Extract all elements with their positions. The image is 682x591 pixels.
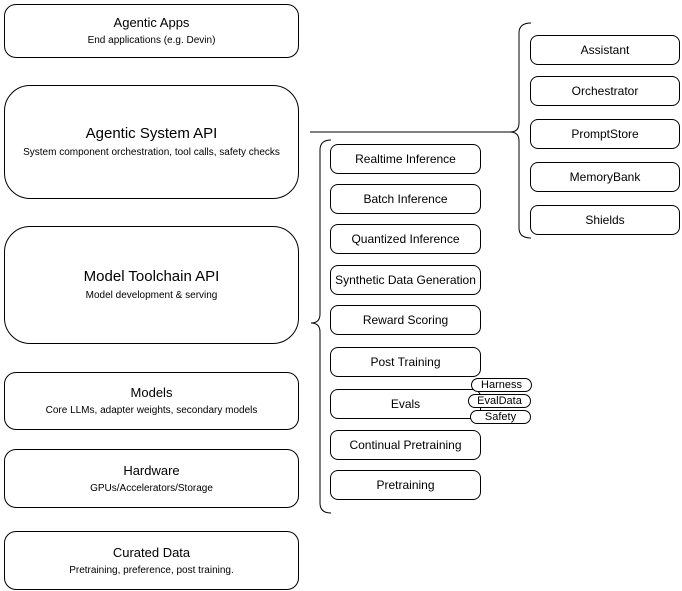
layer-subtitle: Core LLMs, adapter weights, secondary mo…	[45, 405, 258, 416]
eval-tag-evaldata: EvalData	[468, 394, 531, 408]
toolchain-item-pretraining: Pretraining	[330, 470, 481, 500]
eval-tag-safety: Safety	[470, 410, 531, 424]
layer-curated-data: Curated Data Pretraining, preference, po…	[4, 531, 299, 590]
layer-subtitle: System component orchestration, tool cal…	[23, 147, 280, 158]
layer-subtitle: Pretraining, preference, post training.	[69, 564, 234, 576]
component-orchestrator: Orchestrator	[530, 76, 680, 106]
layer-hardware: Hardware GPUs/Accelerators/Storage	[4, 449, 299, 508]
toolchain-item-synthetic-data-generation: Synthetic Data Generation	[330, 265, 481, 295]
toolchain-item-batch-inference: Batch Inference	[330, 184, 481, 214]
layer-title: Models	[130, 385, 173, 400]
component-memorybank: MemoryBank	[530, 162, 680, 192]
toolchain-brace	[310, 139, 332, 514]
eval-tag-harness: Harness	[471, 378, 532, 392]
layer-agentic-apps: Agentic Apps End applications (e.g. Devi…	[4, 4, 299, 58]
layer-title: Agentic System API	[85, 125, 218, 142]
layer-title: Hardware	[123, 462, 180, 478]
layer-agentic-system-api: Agentic System API System component orch…	[4, 85, 299, 199]
layer-title: Agentic Apps	[113, 15, 190, 30]
component-promptstore: PromptStore	[530, 119, 680, 149]
layer-subtitle: Model development & serving	[85, 290, 218, 301]
layer-title: Model Toolchain API	[83, 268, 220, 285]
toolchain-item-post-training: Post Training	[330, 347, 481, 377]
toolchain-item-quantized-inference: Quantized Inference	[330, 224, 481, 254]
layer-subtitle: GPUs/Accelerators/Storage	[90, 482, 213, 494]
component-assistant: Assistant	[530, 35, 680, 65]
layer-subtitle: End applications (e.g. Devin)	[87, 35, 216, 46]
toolchain-item-realtime-inference: Realtime Inference	[330, 144, 481, 174]
layer-models: Models Core LLMs, adapter weights, secon…	[4, 372, 299, 430]
toolchain-item-continual-pretraining: Continual Pretraining	[330, 430, 481, 460]
toolchain-item-reward-scoring: Reward Scoring	[330, 305, 481, 335]
layer-title: Curated Data	[112, 544, 191, 560]
component-shields: Shields	[530, 205, 680, 235]
components-brace	[509, 22, 532, 239]
layer-model-toolchain-api: Model Toolchain API Model development & …	[4, 226, 299, 344]
toolchain-item-evals: Evals	[330, 389, 481, 419]
